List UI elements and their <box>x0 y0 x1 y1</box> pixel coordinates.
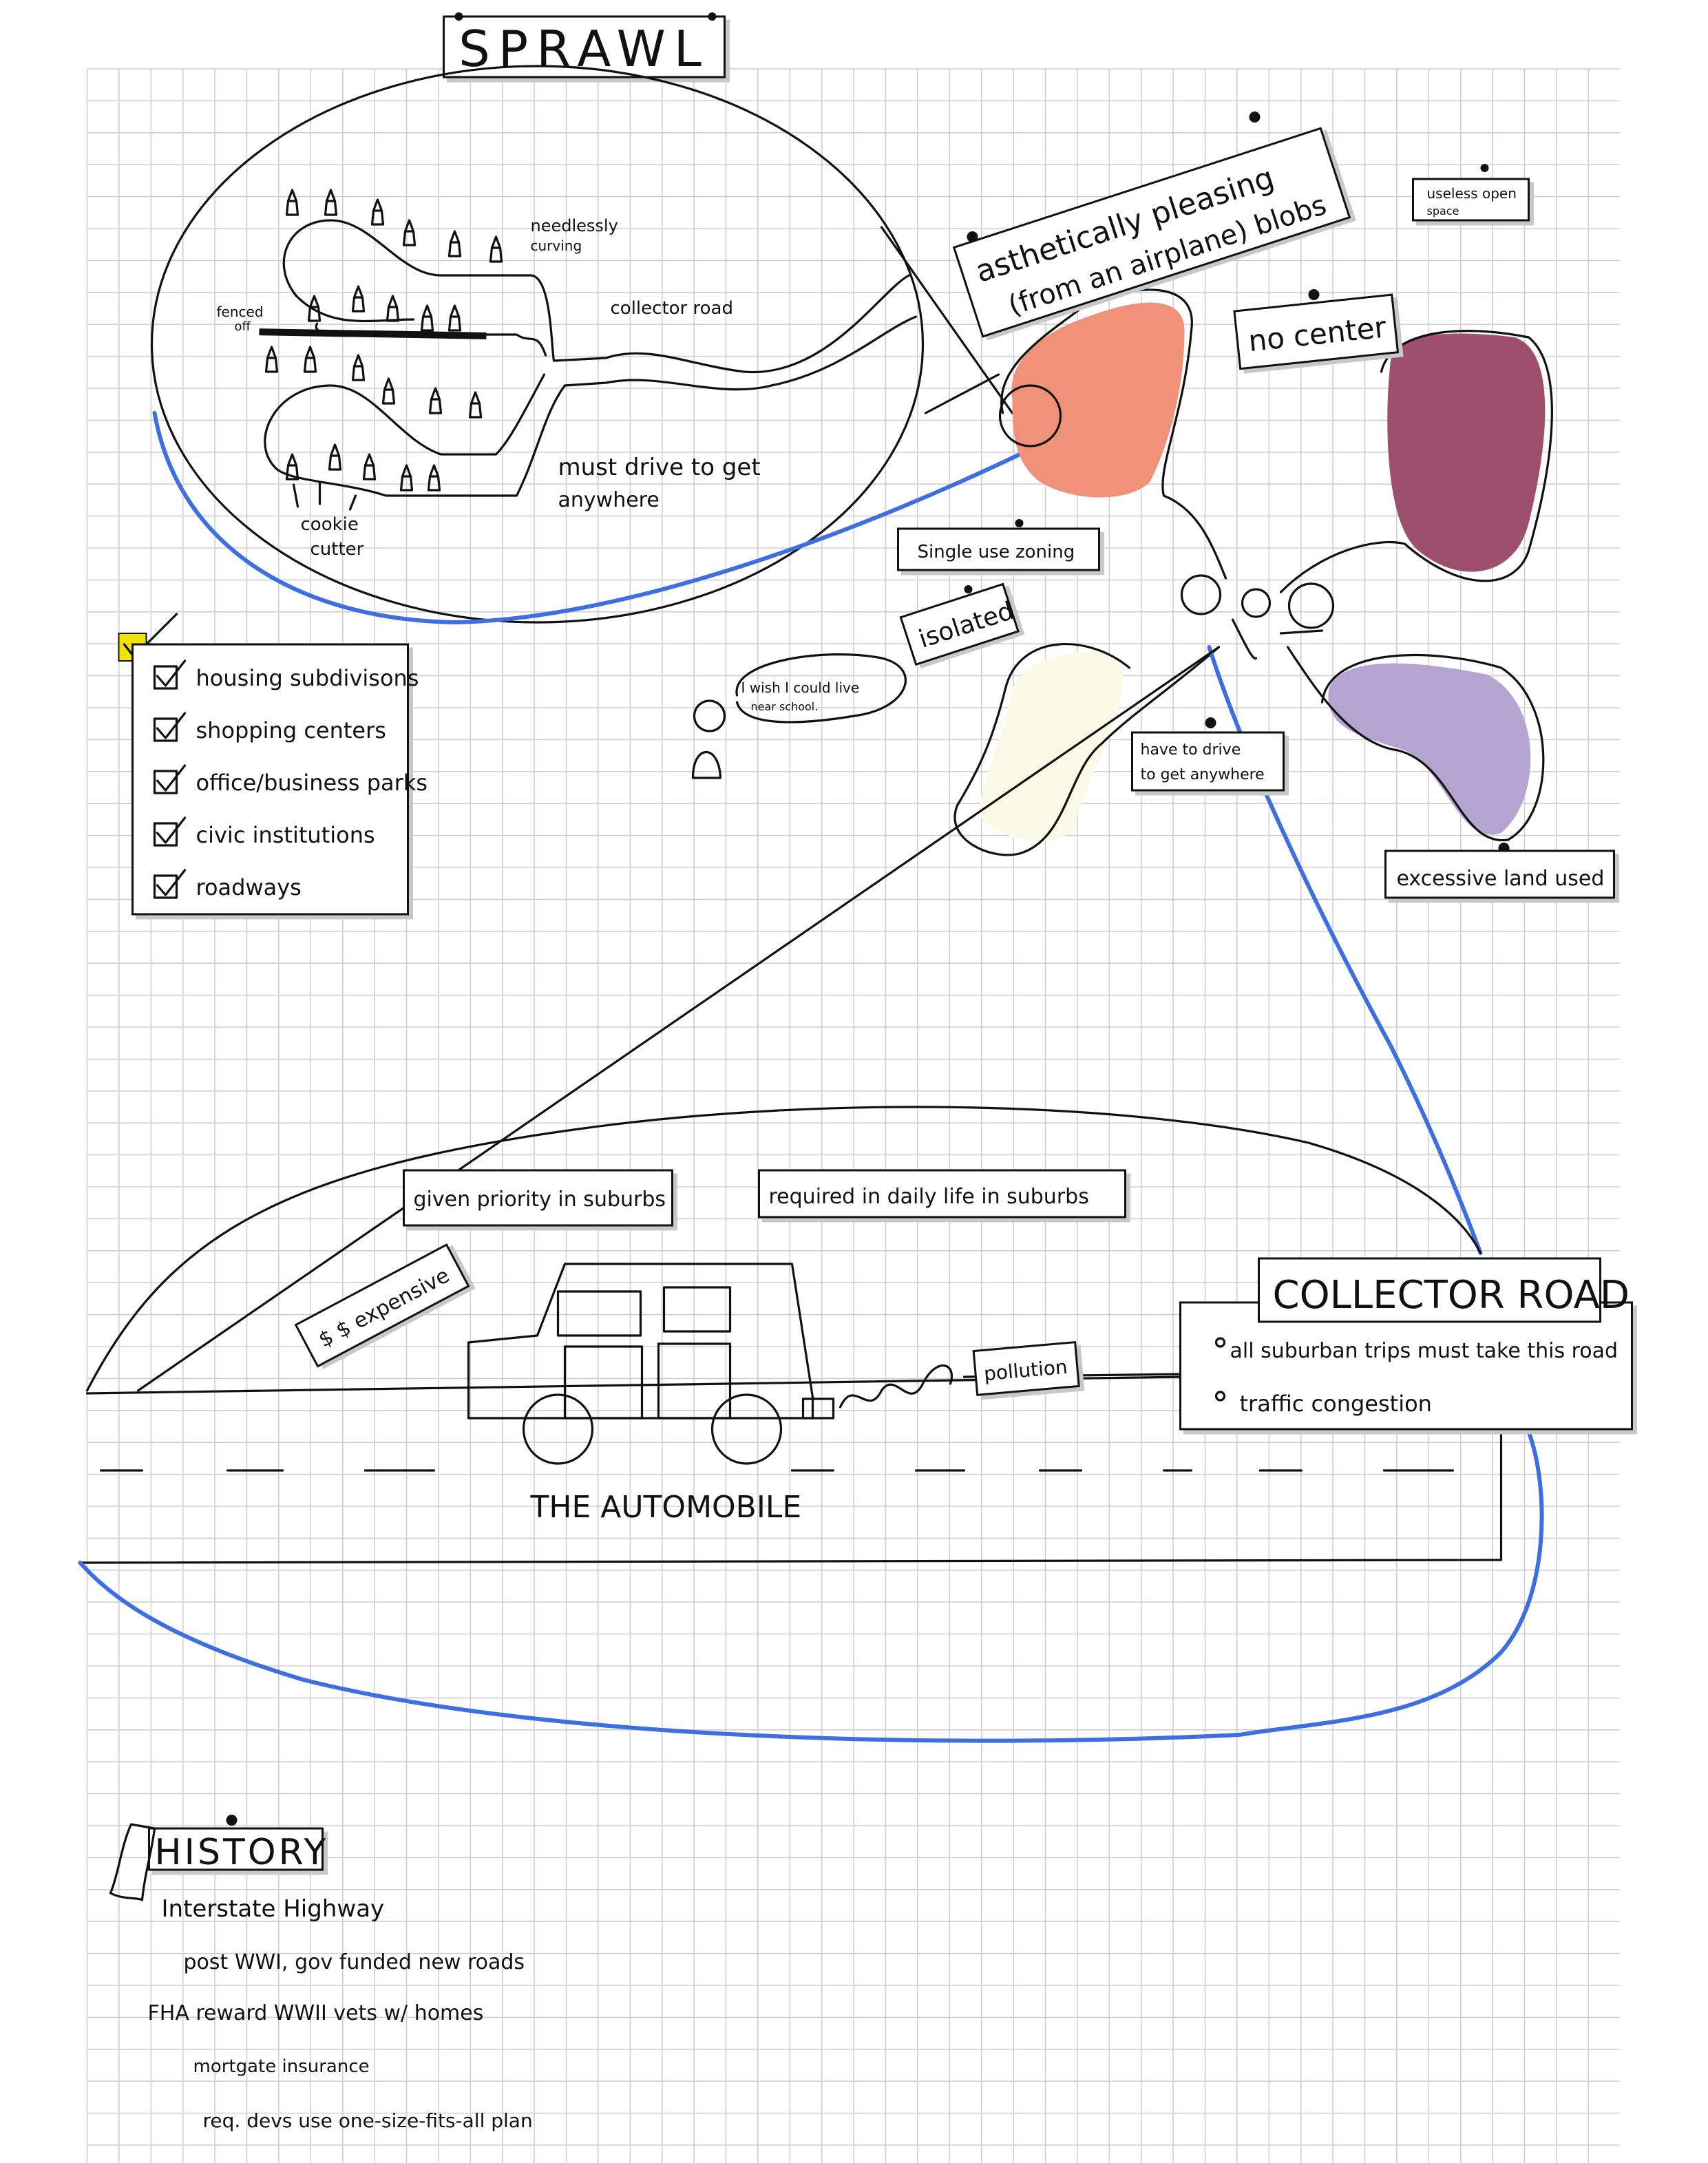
note-single-use-text: Single use zoning <box>918 542 1075 562</box>
house-icon <box>324 189 338 216</box>
note-priority: given priority in suburbs <box>403 1169 673 1227</box>
note-priority-text: given priority in suburbs <box>414 1188 666 1212</box>
history-title: HISTORY <box>155 1832 329 1873</box>
house-icon <box>362 453 377 481</box>
label-cookie: cookie <box>301 514 359 535</box>
note-isolated: isolated <box>899 582 1020 666</box>
history-line: mortgate insurance <box>193 2056 370 2077</box>
note-drive-line2: to get anywhere <box>1141 766 1265 783</box>
note-pollution: pollution <box>972 1341 1080 1396</box>
house-icon <box>427 464 441 492</box>
house-icon <box>307 295 321 322</box>
speech-line2: near school. <box>751 700 819 713</box>
note-excessive-text: excessive land used <box>1397 867 1605 891</box>
sad-person: I wish I could live near school. <box>691 653 907 779</box>
collector-bullet-2: traffic congestion <box>1240 1391 1432 1417</box>
history-line: Interstate Highway <box>162 1895 385 1923</box>
label-needlessly: needlessly <box>531 216 618 235</box>
label-must-drive: must drive to get <box>558 454 761 481</box>
collector-road-box: COLLECTOR ROAD all suburban trips must t… <box>1179 1257 1633 1431</box>
note-useless-space: useless open space <box>1412 178 1530 222</box>
house-icon <box>370 198 385 226</box>
checklist: housing subdivisons shopping centers offic… <box>118 613 428 916</box>
house-icon <box>447 304 462 332</box>
checklist-item-label: office/business parks <box>196 770 428 796</box>
subdivision-bubble: needlessly curving collector road fenced… <box>150 65 1056 625</box>
history-line: req. devs use one-size-fits-all plan <box>203 2109 533 2132</box>
house-icon <box>386 295 400 322</box>
checklist-item-label: housing subdivisons <box>196 665 419 691</box>
note-have-to-drive: have to drive to get anywhere <box>1131 731 1285 792</box>
house-icon <box>447 230 462 257</box>
checkbox[interactable] <box>153 874 178 899</box>
house-icon <box>264 346 279 373</box>
house-icon <box>428 387 443 414</box>
label-collector-road: collector road <box>611 298 733 319</box>
house-icon <box>402 219 417 246</box>
house-icon <box>303 346 317 373</box>
check-icon <box>156 816 187 844</box>
house-icon <box>328 443 342 471</box>
note-required-text: required in daily life in suburbs <box>769 1185 1089 1209</box>
checklist-item-label: roadways <box>196 874 302 900</box>
label-off: off <box>235 319 251 334</box>
blob-yellow <box>978 653 1124 841</box>
scroll-icon <box>109 1823 156 1901</box>
check-icon <box>156 764 187 792</box>
check-icon <box>156 869 187 896</box>
checkbox[interactable] <box>153 717 178 742</box>
house-icon <box>351 354 366 381</box>
history-line: post WWI, gov funded new roads <box>184 1950 525 1974</box>
history-line: FHA reward WWII vets w/ homes <box>148 2001 484 2025</box>
label-cutter: cutter <box>310 539 364 560</box>
checkbox[interactable] <box>153 770 178 794</box>
check-icon <box>156 712 187 739</box>
note-useless-line1: useless open <box>1427 185 1517 202</box>
house-icon <box>399 464 414 492</box>
house-icon <box>351 285 366 313</box>
checklist-item-label: civic institutions <box>196 822 375 848</box>
blob-lavender <box>1328 663 1531 835</box>
house-icon <box>468 391 483 419</box>
checkbox[interactable] <box>153 665 178 690</box>
history-section: HISTORY Interstate Highway post WWI, gov… <box>109 1823 533 2132</box>
note-drive-line1: have to drive <box>1141 741 1241 759</box>
house-icon <box>285 453 299 481</box>
collector-road-title: COLLECTOR ROAD <box>1273 1273 1630 1318</box>
note-useless-line2: space <box>1427 204 1459 218</box>
note-required: required in daily life in suburbs <box>758 1169 1126 1218</box>
label-anywhere: anywhere <box>558 488 660 512</box>
house-icons <box>264 189 503 492</box>
label-curving: curving <box>531 238 582 254</box>
blob-orange <box>1011 302 1185 498</box>
collector-bullet-1: all suburban trips must take this road <box>1230 1339 1619 1363</box>
house-icon <box>489 235 503 263</box>
checklist-item-label: shopping centers <box>196 717 386 743</box>
blob-purple <box>1387 333 1546 572</box>
pin-icon <box>226 112 1510 1826</box>
note-no-center: no center <box>1233 293 1400 370</box>
automobile-caption: THE AUTOMOBILE <box>530 1490 802 1525</box>
land-use-blobs <box>136 288 1553 1392</box>
speech-line1: I wish I could live <box>741 679 860 696</box>
note-single-use: Single use zoning <box>897 527 1100 571</box>
house-icon <box>381 377 396 405</box>
check-icon <box>156 660 187 687</box>
note-excessive-land: excessive land used <box>1384 850 1615 899</box>
label-fenced: fenced <box>217 304 264 320</box>
house-icon <box>420 304 434 332</box>
checkbox[interactable] <box>153 822 178 847</box>
house-icon <box>285 189 299 216</box>
